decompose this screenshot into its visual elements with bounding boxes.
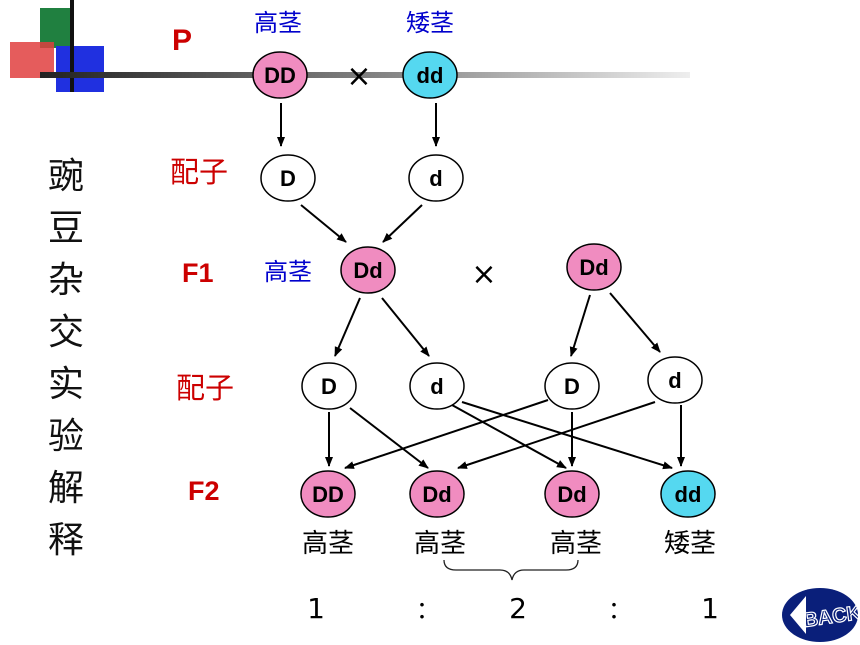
f2-2-genotype: Dd xyxy=(422,482,451,507)
f2-3-genotype: Dd xyxy=(557,482,586,507)
back-button[interactable]: BACK xyxy=(782,588,860,642)
f1-right-genotype: Dd xyxy=(579,255,608,280)
f2-4-trait: 矮茎 xyxy=(664,529,716,559)
parent-cross-symbol: × xyxy=(346,59,371,94)
parent-right-genotype: dd xyxy=(417,63,444,88)
f1-right-node: Dd xyxy=(566,243,622,291)
corner-decoration xyxy=(10,0,690,92)
f1-cross-symbol: × xyxy=(471,257,496,292)
f2-1-trait: 高茎 xyxy=(302,529,354,559)
ratio-1: 1 xyxy=(307,592,325,625)
f2-2-trait: 高茎 xyxy=(414,529,466,559)
f1-left-node: Dd xyxy=(340,246,396,294)
gamete-f1-1-label: D xyxy=(321,374,337,399)
f1-left-genotype: Dd xyxy=(353,258,382,283)
gamete-p-1: D xyxy=(260,154,316,202)
parent-right-trait: 矮茎 xyxy=(406,9,454,37)
gamete-p-1-label: D xyxy=(280,166,296,191)
arrow-f1-left-to-d xyxy=(334,297,361,357)
gamete-f1-3-label: D xyxy=(564,374,580,399)
f2-3-trait: 高茎 xyxy=(550,529,602,559)
ratio-2: 2 xyxy=(509,592,527,625)
f1-trait: 高茎 xyxy=(264,258,312,286)
parent-left-trait: 高茎 xyxy=(254,9,302,37)
gamete-p-2-label: d xyxy=(429,166,442,191)
heterozygote-brace xyxy=(443,559,579,581)
gamete-f1-1: D xyxy=(301,362,357,410)
ratio-colon-1: ： xyxy=(416,596,440,624)
f2-offspring-3: Dd 高茎 xyxy=(544,470,602,559)
f2-arrows xyxy=(325,399,685,470)
gamete-f1-2: d xyxy=(409,362,465,410)
gamete-p-2: d xyxy=(408,154,464,202)
gamete-f1-4-label: d xyxy=(668,368,681,393)
row-label-f2: F2 xyxy=(188,476,220,506)
arrow-gamete-to-f1-right xyxy=(382,204,423,243)
row-label-gametes-2: 配子 xyxy=(176,371,234,405)
f2-1-genotype: DD xyxy=(312,482,344,507)
f2-offspring-2: Dd 高茎 xyxy=(409,470,466,559)
parent-left-node: DD xyxy=(252,51,308,99)
gamete-f1-3: D xyxy=(544,362,600,410)
row-label-f1: F1 xyxy=(182,258,214,288)
arrow-f1-right-to-small-d xyxy=(609,292,661,353)
f2-offspring-4: dd 矮茎 xyxy=(660,470,716,559)
row-label-p: P xyxy=(172,24,192,57)
vertical-title: 豌 豆 杂 交 实 验 解 释 xyxy=(48,156,95,561)
ratio-colon-2: ： xyxy=(608,596,632,624)
f2-4-genotype: dd xyxy=(675,482,702,507)
parent-left-genotype: DD xyxy=(264,63,296,88)
gamete-f1-2-label: d xyxy=(430,374,443,399)
f2-offspring-1: DD 高茎 xyxy=(300,470,356,559)
arrow-gamete-to-f1-left xyxy=(300,204,347,243)
arrow-f1-right-to-d xyxy=(569,294,591,357)
parent-right-node: dd xyxy=(402,51,458,99)
arrow-f1-left-to-small-d xyxy=(381,297,430,357)
ratio-3: 1 xyxy=(701,592,719,625)
row-label-gametes-1: 配子 xyxy=(170,155,228,189)
gamete-f1-4: d xyxy=(647,356,703,404)
